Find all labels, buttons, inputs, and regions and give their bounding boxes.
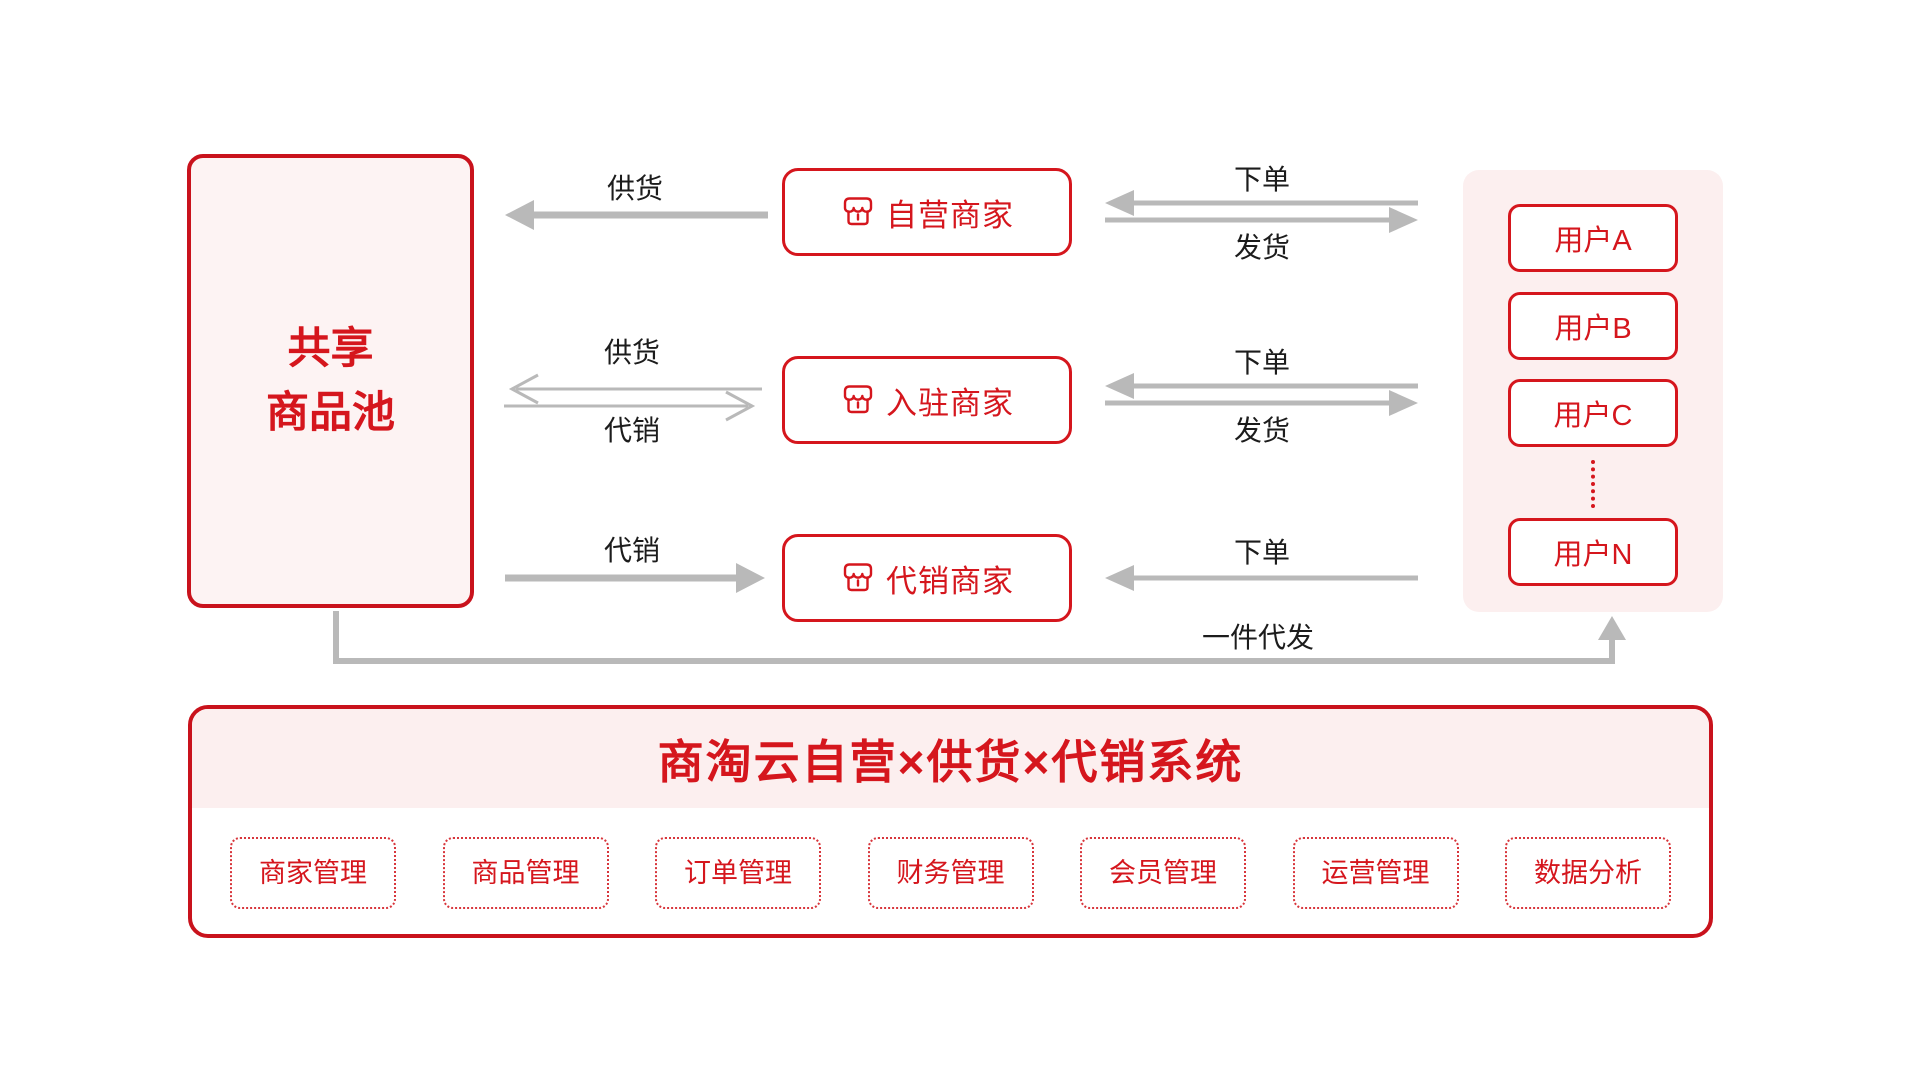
module-finance-management: 财务管理 bbox=[867, 837, 1034, 909]
user-c-box: 用户C bbox=[1508, 379, 1678, 447]
system-header: 商淘云自营×供货×代销系统 bbox=[192, 709, 1709, 808]
user-a-box: 用户A bbox=[1508, 204, 1678, 272]
consignment-merchant-label: 代销商家 bbox=[886, 563, 1014, 599]
dropship-label: 一件代发 bbox=[1201, 622, 1314, 653]
supply-label-row2: 供货 bbox=[603, 337, 660, 368]
self-operated-merchant-box: 自营商家 bbox=[782, 168, 1072, 256]
module-merchant-management: 商家管理 bbox=[230, 837, 396, 909]
user-b-box: 用户B bbox=[1508, 292, 1678, 360]
settled-merchant-box: 入驻商家 bbox=[782, 356, 1072, 444]
ship-label-row1: 发货 bbox=[1233, 232, 1290, 263]
shared-product-pool-box: 共享 商品池 bbox=[187, 154, 474, 608]
module-product-management: 商品管理 bbox=[442, 837, 609, 909]
order-label-row2: 下单 bbox=[1233, 347, 1290, 378]
users-panel: 用户A 用户B 用户C 用户N bbox=[1463, 170, 1723, 612]
module-order-management: 订单管理 bbox=[655, 837, 821, 909]
store-icon bbox=[843, 385, 873, 414]
order-label-row3: 下单 bbox=[1233, 537, 1290, 568]
settled-merchant-label: 入驻商家 bbox=[886, 385, 1014, 421]
consignment-merchant-box: 代销商家 bbox=[782, 534, 1072, 622]
store-icon bbox=[843, 197, 873, 226]
consign-label-row2: 代销 bbox=[603, 415, 660, 446]
system-modules-row: 商家管理 商品管理 订单管理 财务管理 会员管理 运营管理 数据分析 bbox=[230, 837, 1671, 909]
module-operation-management: 运营管理 bbox=[1292, 837, 1459, 909]
order-label-row1: 下单 bbox=[1233, 164, 1290, 195]
module-member-management: 会员管理 bbox=[1080, 837, 1246, 909]
user-n-box: 用户N bbox=[1508, 518, 1678, 586]
consign-label-row3: 代销 bbox=[603, 535, 660, 566]
supply-label-row1: 供货 bbox=[606, 173, 663, 204]
system-title: 商淘云自营×供货×代销系统 bbox=[657, 735, 1244, 788]
system-box: 商淘云自营×供货×代销系统 商家管理 商品管理 订单管理 财务管理 会员管理 运… bbox=[188, 705, 1713, 938]
ship-label-row2: 发货 bbox=[1233, 415, 1290, 446]
self-operated-merchant-label: 自营商家 bbox=[886, 197, 1014, 233]
module-data-analysis: 数据分析 bbox=[1505, 837, 1671, 909]
users-ellipsis-dots bbox=[1591, 460, 1595, 508]
shared-product-pool-label: 共享 商品池 bbox=[266, 324, 395, 438]
store-icon bbox=[843, 563, 873, 592]
